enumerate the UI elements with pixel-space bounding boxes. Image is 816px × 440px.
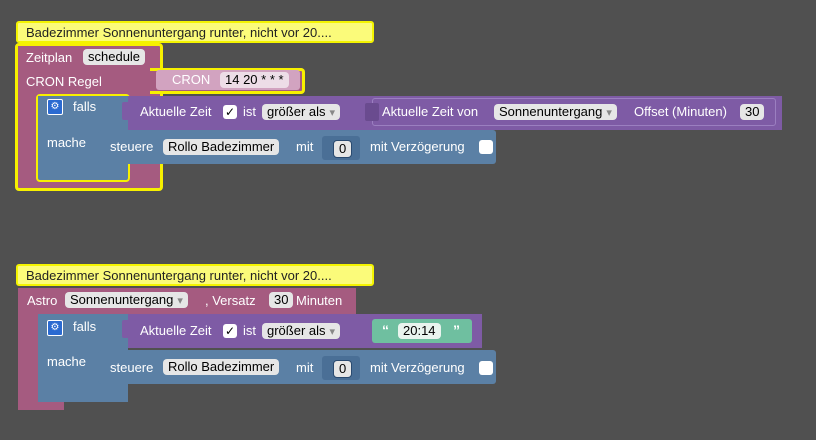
steuere-label: steuere bbox=[110, 139, 154, 154]
astro-dropdown[interactable]: Sonnenuntergang bbox=[494, 104, 617, 120]
block2-comment-text: Badezimmer Sonnenuntergang runter, nicht… bbox=[26, 268, 332, 283]
astro-label: Astro bbox=[27, 293, 58, 308]
gear-icon[interactable]: ⚙ bbox=[47, 320, 63, 336]
mit-label: mit bbox=[296, 139, 314, 154]
delay-checkbox[interactable] bbox=[479, 361, 493, 375]
mit-label: mit bbox=[296, 360, 314, 375]
offset-label: Offset (Minuten) bbox=[634, 104, 727, 119]
cron-regel-label: CRON Regel bbox=[26, 74, 102, 89]
astro-event-dropdown[interactable]: Sonnenuntergang bbox=[65, 292, 188, 308]
falls-label: falls bbox=[73, 319, 97, 334]
versatz-label: , Versatz bbox=[205, 293, 256, 308]
value-field[interactable]: 0 bbox=[333, 360, 353, 378]
quote-open-icon: “ bbox=[382, 322, 389, 338]
time-field[interactable]: 20:14 bbox=[398, 323, 441, 339]
device-field[interactable]: Rollo Badezimmer bbox=[163, 359, 280, 375]
ist-label: ist bbox=[243, 323, 256, 338]
falls-label: falls bbox=[73, 99, 97, 114]
quote-close-icon: ” bbox=[453, 322, 460, 338]
delay-label: mit Verzögerung bbox=[370, 139, 465, 154]
aktuelle-zeit-label: Aktuelle Zeit bbox=[140, 323, 212, 338]
cron-field[interactable]: 14 20 * * * bbox=[220, 72, 289, 88]
mache-label: mache bbox=[47, 354, 87, 369]
aktuelle-zeit-label: Aktuelle Zeit bbox=[140, 104, 212, 119]
ist-label: ist bbox=[243, 104, 256, 119]
mache-label: mache bbox=[47, 135, 87, 150]
delay-checkbox[interactable] bbox=[479, 140, 493, 154]
block1-comment[interactable]: Badezimmer Sonnenuntergang runter, nicht… bbox=[16, 21, 374, 43]
operator-dropdown[interactable]: größer als bbox=[262, 323, 341, 339]
steuere-label: steuere bbox=[110, 360, 154, 375]
aktuelle-zeit-checkbox[interactable]: ✓ bbox=[223, 324, 237, 338]
device-field[interactable]: Rollo Badezimmer bbox=[163, 139, 280, 155]
delay-label: mit Verzögerung bbox=[370, 360, 465, 375]
zeitplan-field[interactable]: schedule bbox=[83, 49, 146, 65]
operator-dropdown[interactable]: größer als bbox=[262, 104, 341, 120]
zeitplan-label: Zeitplan bbox=[26, 50, 73, 65]
block2-comment[interactable]: Badezimmer Sonnenuntergang runter, nicht… bbox=[16, 264, 374, 286]
aktuelle-zeit-von-label: Aktuelle Zeit von bbox=[382, 104, 479, 119]
cron-label: CRON bbox=[172, 72, 211, 87]
versatz-field[interactable]: 30 bbox=[269, 292, 294, 308]
gear-icon[interactable]: ⚙ bbox=[47, 99, 63, 115]
value-field[interactable]: 0 bbox=[333, 140, 353, 158]
block1-comment-text: Badezimmer Sonnenuntergang runter, nicht… bbox=[26, 25, 332, 40]
offset-field[interactable]: 30 bbox=[740, 104, 765, 120]
minuten-label: Minuten bbox=[296, 293, 343, 308]
aktuelle-zeit-checkbox[interactable]: ✓ bbox=[223, 105, 237, 119]
